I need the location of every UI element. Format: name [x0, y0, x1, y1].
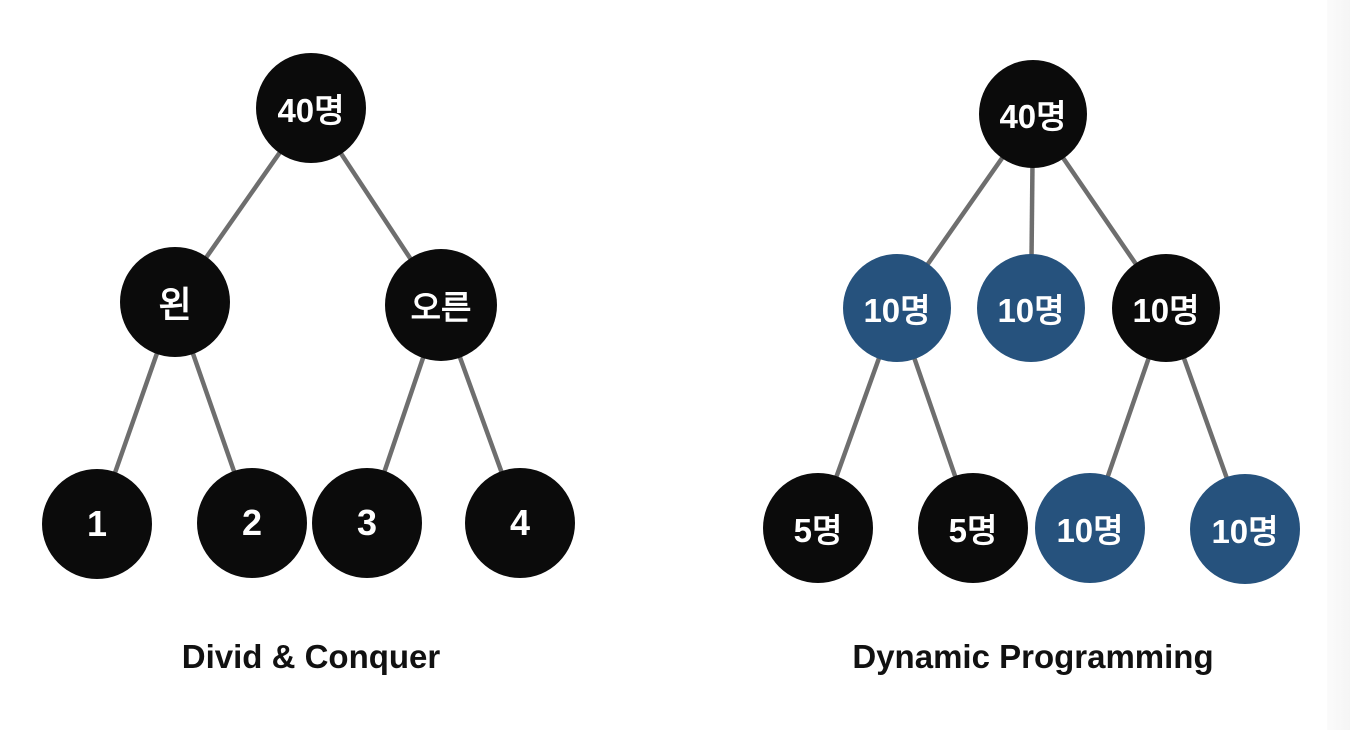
- tree-node-divide-and-conquer-left-child: 왼: [120, 247, 230, 357]
- tree-node-divide-and-conquer-leaf-1: 1: [42, 469, 152, 579]
- tree-node-label: 40명: [277, 92, 345, 129]
- tree-node-label: 10명: [997, 292, 1065, 329]
- tree-node-dynamic-programming-child-3: 10명: [1112, 254, 1220, 362]
- caption-dynamic-programming: Dynamic Programming: [852, 638, 1214, 675]
- tree-node-label: 10명: [1056, 512, 1124, 549]
- tree-node-label: 왼: [158, 284, 192, 325]
- tree-node-label: 40명: [999, 98, 1067, 135]
- tree-node-label: 4: [509, 502, 531, 543]
- tree-node-divide-and-conquer-leaf-2: 2: [197, 468, 307, 578]
- tree-node-label: 5명: [948, 512, 998, 549]
- tree-node-dynamic-programming-leaf-1: 5명: [763, 473, 873, 583]
- tree-node-divide-and-conquer-root: 40명: [256, 53, 366, 163]
- page-edge-strip: [1327, 0, 1350, 730]
- tree-node-label: 5명: [793, 512, 843, 549]
- tree-node-label: 3: [356, 502, 378, 543]
- tree-node-dynamic-programming-leaf-2: 5명: [918, 473, 1028, 583]
- tree-node-label: 10명: [1211, 513, 1279, 550]
- tree-node-label: 1: [86, 503, 108, 544]
- tree-node-label: 10명: [863, 292, 931, 329]
- tree-node-dynamic-programming-child-1: 10명: [843, 254, 951, 362]
- tree-node-dynamic-programming-leaf-3: 10명: [1035, 473, 1145, 583]
- tree-node-dynamic-programming-child-2: 10명: [977, 254, 1085, 362]
- tree-node-label: 10명: [1132, 292, 1200, 329]
- tree-node-label: 오른: [410, 289, 472, 326]
- tree-node-label: 2: [241, 502, 263, 543]
- caption-divide-and-conquer: Divid & Conquer: [181, 638, 441, 675]
- tree-node-dynamic-programming-leaf-4: 10명: [1190, 474, 1300, 584]
- tree-node-dynamic-programming-root: 40명: [979, 60, 1087, 168]
- tree-node-divide-and-conquer-leaf-3: 3: [312, 468, 422, 578]
- tree-node-divide-and-conquer-right-child: 오른: [385, 249, 497, 361]
- tree-node-divide-and-conquer-leaf-4: 4: [465, 468, 575, 578]
